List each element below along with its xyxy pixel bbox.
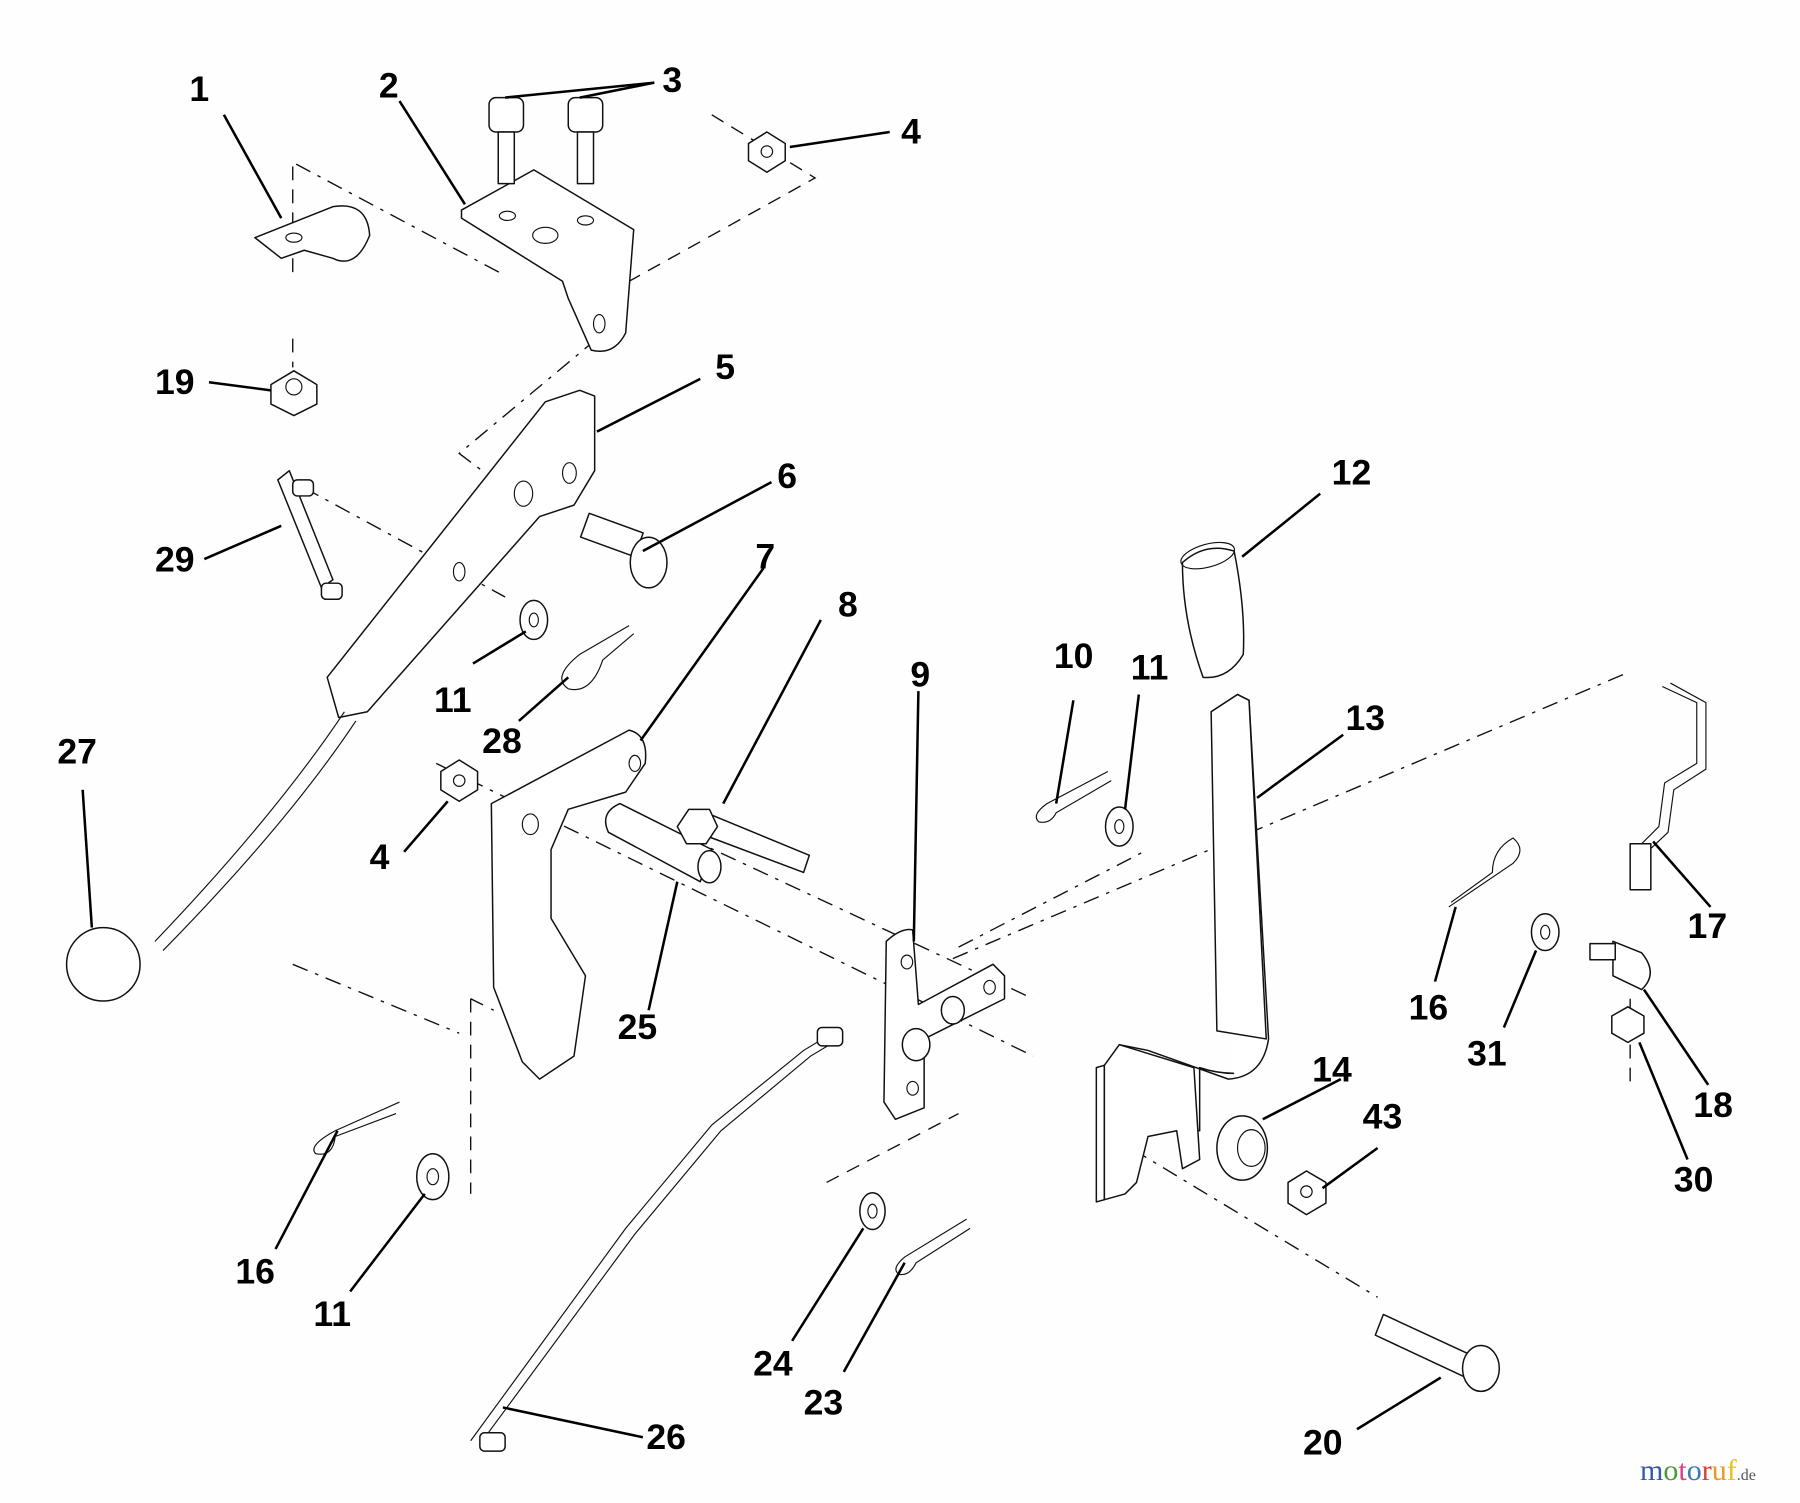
part-3-bolts[interactable] xyxy=(488,96,604,185)
part-18-swivel[interactable] xyxy=(1589,940,1651,991)
callout-23: 23 xyxy=(804,1382,844,1422)
callout-16-right: 16 xyxy=(1409,987,1449,1027)
leader-lines xyxy=(81,81,1712,1439)
part-16-hairpin-left[interactable] xyxy=(313,1101,400,1155)
part-26-rod[interactable] xyxy=(470,1026,844,1452)
part-16-hairpin-right[interactable] xyxy=(1448,837,1521,908)
part-20-bolt[interactable] xyxy=(1374,1313,1501,1393)
callout-31: 31 xyxy=(1467,1033,1507,1073)
callout-12: 12 xyxy=(1332,452,1372,492)
callout-8: 8 xyxy=(838,584,858,624)
callout-10: 10 xyxy=(1054,636,1094,676)
callout-11-upper: 11 xyxy=(434,680,472,720)
part-12-grip[interactable] xyxy=(1178,537,1245,679)
callout-11-lower: 11 xyxy=(313,1294,351,1334)
assembly-lines xyxy=(292,114,1631,1298)
part-1-clip[interactable] xyxy=(254,205,371,262)
callout-19: 19 xyxy=(155,362,195,402)
callout-7: 7 xyxy=(755,536,775,576)
callout-29: 29 xyxy=(155,540,195,580)
part-24-washer[interactable] xyxy=(859,1192,886,1231)
callout-27: 27 xyxy=(57,731,97,771)
wm-letter: m xyxy=(1640,1454,1663,1487)
callout-28: 28 xyxy=(482,721,522,761)
part-27-cable[interactable] xyxy=(65,711,357,1002)
callout-18: 18 xyxy=(1693,1085,1733,1125)
callout-11-mid: 11 xyxy=(1131,648,1169,688)
callout-3: 3 xyxy=(662,60,682,100)
wm-letter: t xyxy=(1678,1454,1687,1487)
part-17-rod[interactable] xyxy=(1629,682,1707,891)
part-10-cotter-pin[interactable] xyxy=(1035,770,1112,823)
wm-letter: o xyxy=(1663,1454,1678,1487)
callout-2: 2 xyxy=(379,66,399,106)
callout-26: 26 xyxy=(646,1417,686,1457)
part-4-nut-top[interactable] xyxy=(747,131,786,173)
wm-suffix: .de xyxy=(1737,1467,1756,1484)
callout-25: 25 xyxy=(618,1007,658,1047)
callout-14: 14 xyxy=(1312,1049,1352,1089)
callout-20: 20 xyxy=(1303,1423,1343,1463)
part-11-washer-c[interactable] xyxy=(415,1152,450,1201)
callout-17: 17 xyxy=(1688,906,1728,946)
part-2-bracket[interactable] xyxy=(460,169,635,352)
part-25-spacer[interactable] xyxy=(604,802,722,884)
callout-30: 30 xyxy=(1674,1160,1714,1200)
part-5-arm[interactable] xyxy=(326,389,596,719)
callout-5: 5 xyxy=(715,347,735,387)
part-7-bracket[interactable] xyxy=(490,729,647,1080)
part-14-bushing[interactable] xyxy=(1216,1115,1269,1181)
part-4-nut-mid[interactable] xyxy=(440,759,479,803)
part-29-link[interactable] xyxy=(277,469,343,601)
callout-4-mid: 4 xyxy=(370,837,390,877)
part-30-nut[interactable] xyxy=(1611,1006,1645,1044)
part-9-plate[interactable] xyxy=(883,928,1006,1121)
part-13-lever[interactable] xyxy=(1095,693,1270,1203)
callout-43: 43 xyxy=(1363,1096,1403,1136)
part-31-washer[interactable] xyxy=(1530,913,1560,952)
part-8-bolt[interactable] xyxy=(676,808,811,874)
wm-letter: u xyxy=(1712,1454,1727,1487)
callout-24: 24 xyxy=(753,1343,793,1383)
callout-13: 13 xyxy=(1345,698,1385,738)
watermark-text: motoruf.de xyxy=(1640,1454,1756,1487)
part-19-nut[interactable] xyxy=(270,370,318,417)
callout-6: 6 xyxy=(777,456,797,496)
callout-1: 1 xyxy=(189,69,209,109)
part-11-washer-b[interactable] xyxy=(1104,806,1134,847)
part-43-nut[interactable] xyxy=(1287,1170,1327,1216)
wm-letter: o xyxy=(1687,1454,1702,1487)
watermark-logo: motoruf.de xyxy=(1640,1454,1756,1487)
part-11-washer-a[interactable] xyxy=(519,599,549,641)
part-23-cotter-pin[interactable] xyxy=(895,1218,971,1276)
part-6-bolt[interactable] xyxy=(579,512,668,589)
wm-letter: r xyxy=(1702,1454,1712,1487)
callout-16-left: 16 xyxy=(235,1251,275,1291)
callout-4-top: 4 xyxy=(901,112,921,152)
wm-letter: f xyxy=(1727,1454,1737,1487)
callout-9: 9 xyxy=(910,655,930,695)
callout-labels: 1 2 3 4 19 5 6 29 7 8 9 10 11 11 11 12 1… xyxy=(57,60,1732,1463)
part-28-hairpin[interactable] xyxy=(561,625,635,691)
